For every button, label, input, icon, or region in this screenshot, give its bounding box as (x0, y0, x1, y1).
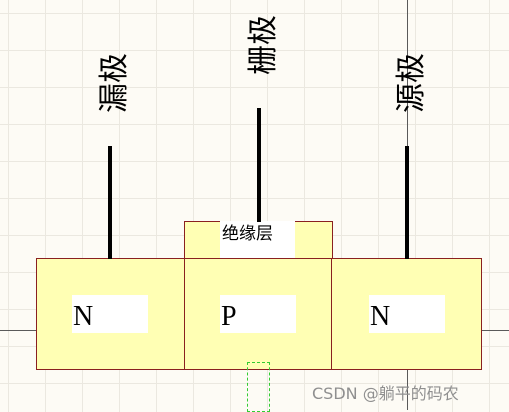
p-label-box (220, 295, 296, 333)
n-right-label: N (370, 301, 391, 332)
insulation-label: 绝缘层 (222, 224, 273, 244)
source-label: 源极 (394, 53, 429, 113)
n-right-label-box (369, 295, 445, 333)
drain-label: 漏极 (97, 53, 132, 113)
insulation-label-box (220, 221, 295, 258)
gate-lead (257, 108, 261, 222)
drain-lead (108, 146, 112, 259)
watermark: CSDN @躺平的码农 (312, 384, 459, 403)
selection-outline[interactable] (247, 362, 270, 412)
n-left-label: N (73, 301, 94, 332)
n-left-label-box (72, 295, 148, 333)
p-label: P (221, 301, 237, 332)
gate-label: 栅极 (246, 15, 281, 75)
source-lead (405, 146, 409, 259)
